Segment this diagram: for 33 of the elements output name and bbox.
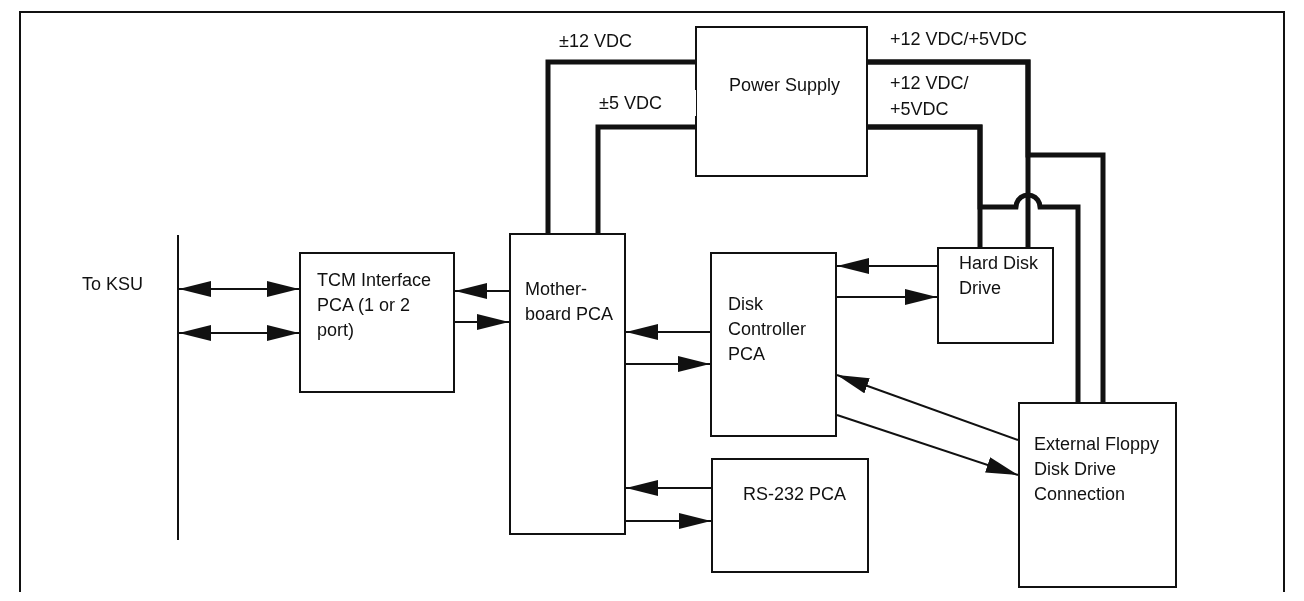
arrow bbox=[454, 314, 510, 330]
box-label: Hard Disk Drive bbox=[959, 252, 1039, 300]
controller-box bbox=[710, 252, 837, 437]
box-label: Disk Controller PCA bbox=[728, 293, 808, 366]
arrow bbox=[625, 356, 711, 372]
interface-box bbox=[299, 252, 455, 393]
power-line bbox=[868, 59, 1106, 402]
power-line bbox=[545, 59, 695, 233]
edge-label: ±5 VDC bbox=[597, 90, 696, 116]
connection-box bbox=[1018, 402, 1177, 588]
arrow bbox=[836, 374, 1019, 441]
bus-line bbox=[177, 235, 179, 540]
interface-box bbox=[711, 458, 869, 573]
arrow bbox=[178, 281, 300, 297]
box-label: Mother- board PCA bbox=[525, 278, 615, 326]
box-label: TCM Interface PCA (1 or 2 port) bbox=[317, 269, 433, 342]
arrow bbox=[836, 258, 938, 274]
arrow bbox=[836, 289, 938, 305]
board-box bbox=[509, 233, 626, 535]
arrow bbox=[625, 480, 712, 496]
annotation-text: To KSU bbox=[82, 273, 145, 296]
box-label: Power Supply bbox=[729, 74, 842, 97]
arrow bbox=[454, 283, 510, 299]
arrow bbox=[836, 414, 1019, 476]
drive-box bbox=[937, 247, 1054, 344]
power-supply-box bbox=[695, 26, 868, 177]
arrow bbox=[625, 324, 711, 340]
power-line bbox=[595, 124, 695, 233]
power-line bbox=[868, 124, 1081, 402]
arrow bbox=[178, 325, 300, 341]
box-label: External Floppy Disk Drive Connection bbox=[1034, 433, 1161, 506]
arrow bbox=[625, 513, 712, 529]
box-label: RS-232 PCA bbox=[743, 483, 848, 506]
